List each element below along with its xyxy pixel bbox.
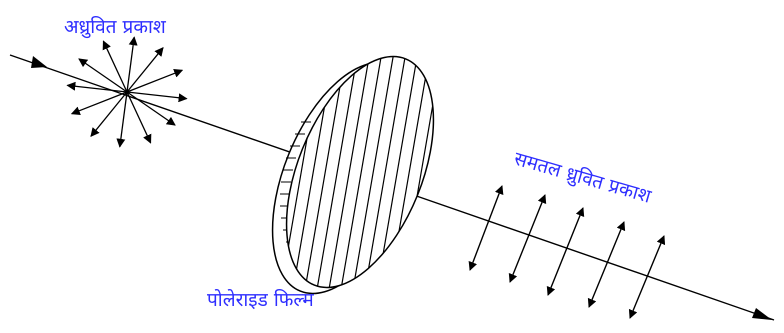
plane-polarized-vectors: [468, 185, 666, 319]
beam-arrow-head-end: [752, 308, 772, 320]
unpolarized-vector-arrow: [126, 91, 176, 126]
unpolarized-vector-arrow: [126, 91, 152, 144]
polarized-arrow: [468, 185, 504, 271]
plane-polarized-light-label: समतल ध्रुवित प्रकाश: [511, 147, 654, 209]
unpolarized-vector-arrow: [126, 91, 188, 103]
beam-arrow-head-start: [31, 56, 47, 68]
unpolarized-vector-arrow: [126, 47, 164, 93]
polarized-arrow: [628, 235, 666, 319]
unpolarized-vector-arrow: [126, 69, 184, 93]
unpolarized-vector-arrow: [102, 40, 128, 93]
polarized-arrow: [546, 207, 585, 296]
unpolarized-vector-arrow: [90, 91, 128, 137]
unpolarized-vector-arrow: [66, 81, 128, 93]
polarized-arrow: [508, 194, 547, 283]
polaroid-film-label: पोलेराइड फिल्म: [207, 288, 314, 311]
unpolarized-light-label: अध्रुवित प्रकाश: [64, 15, 167, 39]
unpolarized-vector-arrow: [70, 91, 128, 115]
unpolarized-vector-arrow: [126, 36, 138, 93]
unpolarized-vector-arrow: [116, 91, 128, 148]
polaroid-film: [256, 39, 464, 309]
polarized-arrow: [587, 221, 626, 308]
unpolarized-vector-arrow: [78, 58, 128, 93]
unpolarized-light-vectors: [66, 36, 188, 148]
